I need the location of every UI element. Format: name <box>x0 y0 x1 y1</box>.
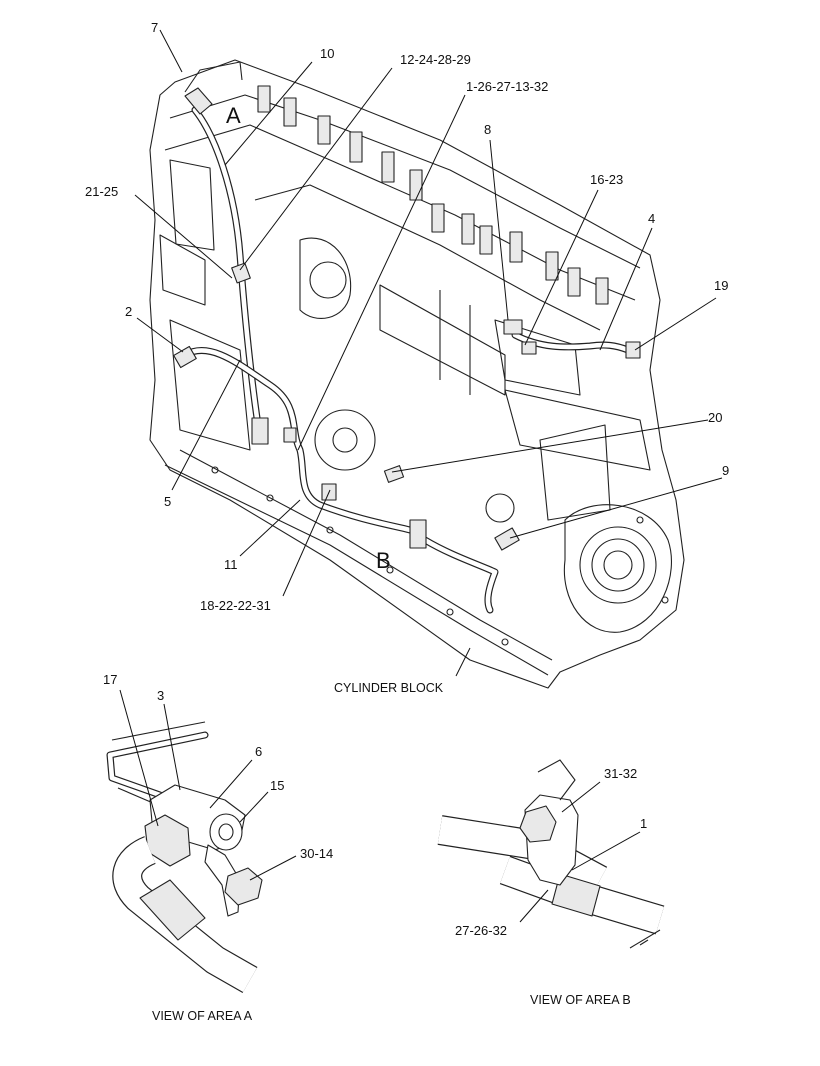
callout-17: 17 <box>103 672 117 687</box>
callout-12-24-28-29: 12-24-28-29 <box>400 52 471 67</box>
callout-15: 15 <box>270 778 284 793</box>
callout-31-32: 31-32 <box>604 766 637 781</box>
engine-block-illustration <box>149 59 685 689</box>
callout-1-26-27-13-32: 1-26-27-13-32 <box>466 79 548 94</box>
callout-16-23: 16-23 <box>590 172 623 187</box>
fittings <box>173 87 641 551</box>
callout-18-22-22-31: 18-22-22-31 <box>200 598 271 613</box>
callout-19: 19 <box>714 278 728 293</box>
view-area-a-illustration <box>106 721 263 994</box>
callout-4: 4 <box>648 211 655 226</box>
callout-11: 11 <box>224 557 238 572</box>
oil-lines <box>181 61 632 614</box>
callout-8: 8 <box>484 122 491 137</box>
callout-1: 1 <box>640 816 647 831</box>
callout-2: 2 <box>125 304 132 319</box>
view-area-b-illustration <box>437 759 665 949</box>
callout-21-25: 21-25 <box>85 184 118 199</box>
callout-9: 9 <box>722 463 729 478</box>
view-area-b-leaders <box>519 781 641 923</box>
callout-7: 7 <box>151 20 158 35</box>
leader-lines <box>134 29 723 677</box>
cylinder-block-caption: CYLINDER BLOCK <box>334 681 444 695</box>
callout-20: 20 <box>708 410 722 425</box>
area-marker-b: B <box>376 548 391 573</box>
callout-27-26-32: 27-26-32 <box>455 923 507 938</box>
view-area-b-caption: VIEW OF AREA B <box>530 993 631 1007</box>
callout-10: 10 <box>320 46 334 61</box>
callout-6: 6 <box>255 744 262 759</box>
callout-labels: 7 10 12-24-28-29 1-26-27-13-32 8 16-23 4… <box>85 20 729 613</box>
callout-30-14: 30-14 <box>300 846 333 861</box>
valve-springs <box>257 85 609 305</box>
view-area-a-leaders <box>119 689 297 881</box>
callout-5: 5 <box>164 494 171 509</box>
view-area-a-labels: 17 3 6 15 30-14 <box>103 672 333 861</box>
view-area-a-caption: VIEW OF AREA A <box>152 1009 253 1023</box>
callout-3: 3 <box>157 688 164 703</box>
view-area-b-labels: 31-32 1 27-26-32 <box>455 766 647 938</box>
area-marker-a: A <box>226 103 241 128</box>
